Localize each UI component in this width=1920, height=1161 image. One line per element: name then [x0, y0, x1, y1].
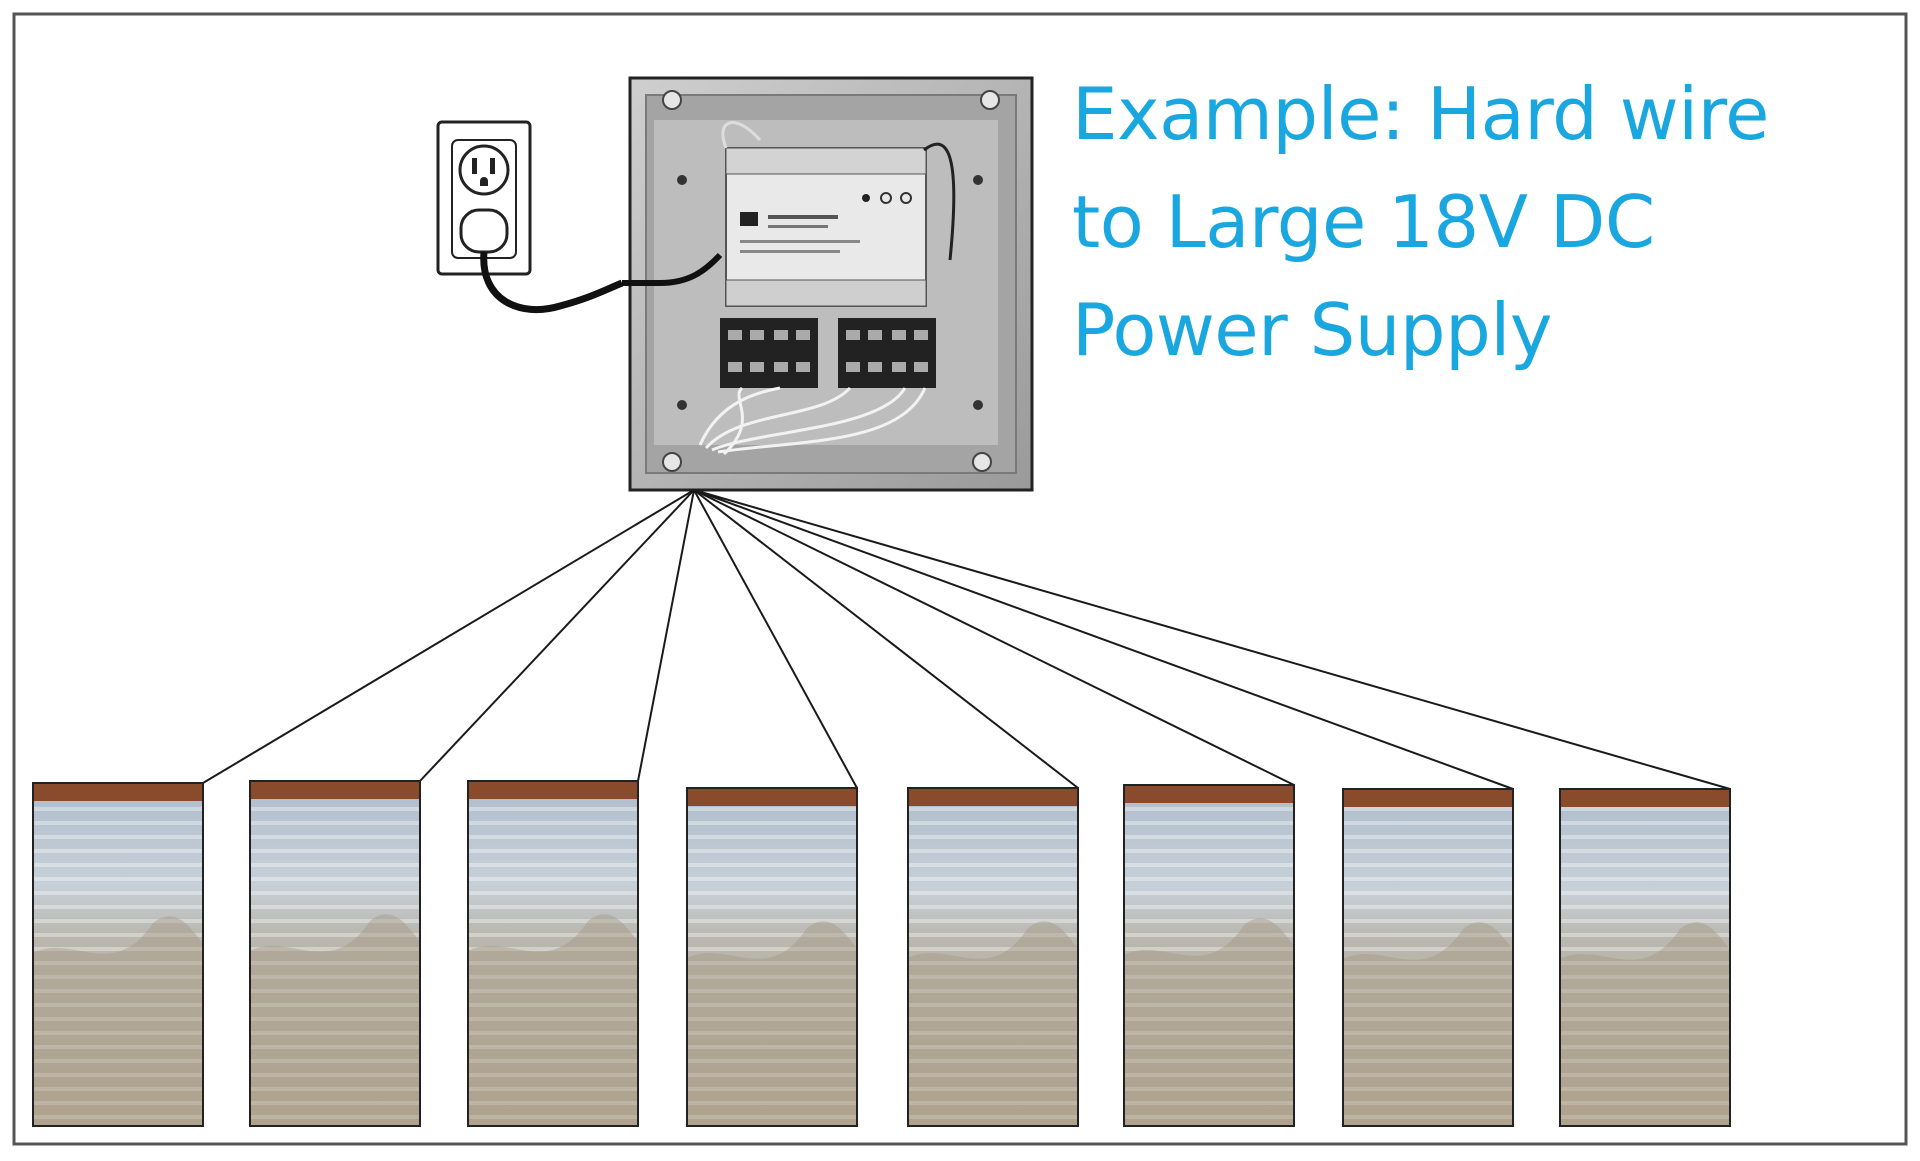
title-line-3: Power Supply [1072, 288, 1552, 372]
window-shade-4 [686, 787, 858, 1127]
wire-6 [693, 489, 1295, 786]
window-shade-1 [32, 782, 204, 1127]
wall-outlet-icon [436, 120, 624, 313]
window-shade-8 [1559, 788, 1731, 1127]
diagram-title: Example: Hard wire to Large 18V DC Power… [1072, 60, 1832, 384]
wire-5 [693, 489, 1079, 789]
wire-8 [693, 489, 1731, 790]
power-supply-enclosure [622, 76, 1034, 492]
wire-2 [419, 489, 695, 782]
wire-4 [693, 489, 858, 789]
window-shade-3 [467, 780, 639, 1127]
window-shade-5 [907, 787, 1079, 1127]
wire-group [202, 489, 1731, 790]
window-shade-7 [1342, 788, 1514, 1127]
title-line-1: Example: Hard wire [1072, 72, 1769, 156]
wire-7 [693, 489, 1514, 790]
shade-group [32, 780, 1731, 1127]
wire-1 [202, 489, 695, 784]
frame-border [12, 12, 1908, 1146]
window-shade-6 [1123, 784, 1295, 1127]
wire-3 [637, 489, 695, 782]
window-shade-2 [249, 780, 421, 1127]
title-line-2: to Large 18V DC [1072, 180, 1655, 264]
